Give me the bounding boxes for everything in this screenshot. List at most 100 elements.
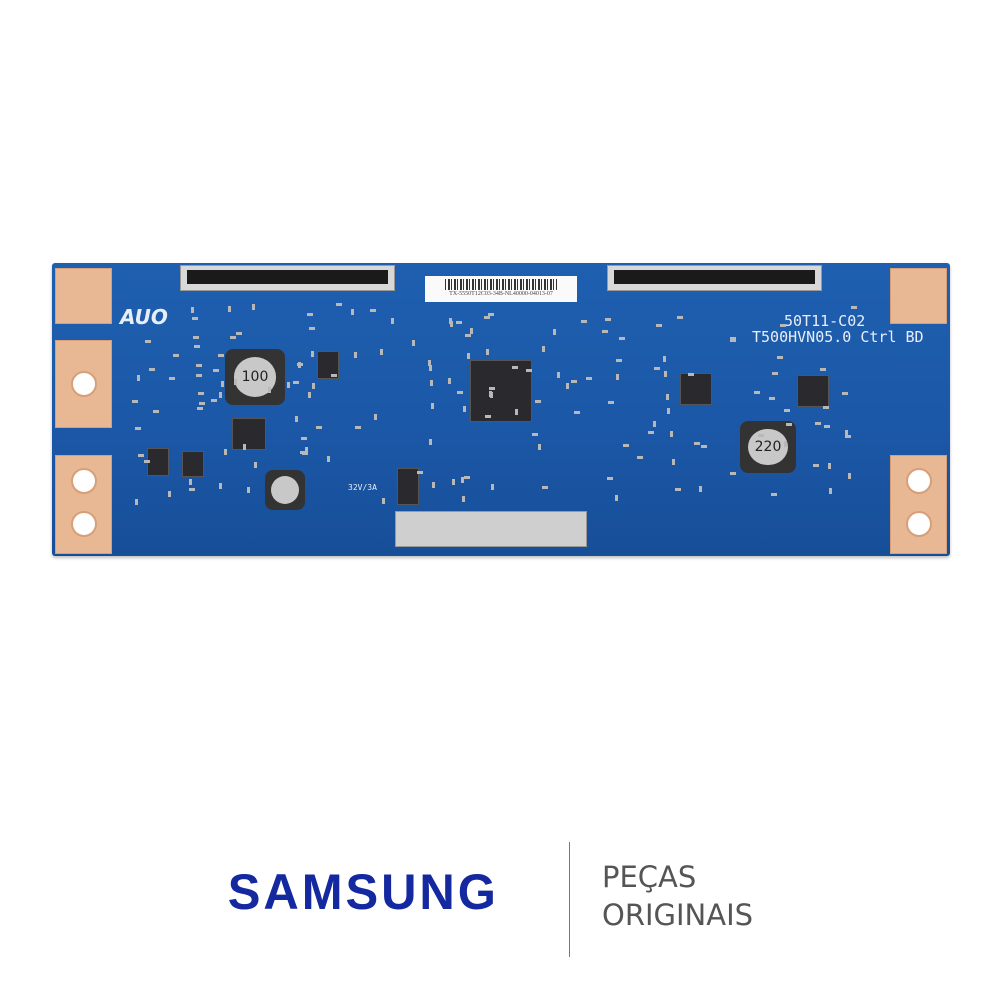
smd-component — [228, 305, 232, 312]
smd-component — [308, 327, 315, 331]
smd-component — [465, 334, 472, 338]
smd-component — [355, 426, 362, 430]
smd-component — [390, 318, 394, 325]
smd-component — [463, 406, 467, 413]
smd-component — [197, 392, 204, 396]
smd-component — [653, 420, 657, 427]
smd-component — [223, 448, 227, 455]
smd-component — [456, 390, 463, 394]
smd-component — [730, 471, 737, 475]
smd-component — [566, 383, 570, 390]
smd-component — [218, 482, 222, 489]
smd-component — [144, 460, 151, 464]
smd-component — [653, 366, 660, 370]
smd-component — [607, 476, 614, 480]
smd-component — [541, 346, 545, 353]
smd-component — [134, 498, 138, 505]
smd-component — [571, 379, 578, 383]
smd-component — [138, 454, 145, 458]
mounting-hole — [71, 371, 97, 397]
smd-component — [665, 394, 669, 401]
smd-component — [688, 373, 695, 377]
ic-chip — [147, 448, 169, 476]
copper-pad — [890, 268, 947, 324]
smd-component — [428, 439, 432, 446]
ic-chip — [680, 373, 712, 405]
smd-component — [822, 405, 829, 409]
smd-component — [827, 462, 831, 469]
smd-component — [268, 386, 272, 393]
smd-component — [768, 397, 775, 401]
smd-component — [188, 478, 192, 485]
barcode — [445, 279, 557, 290]
smd-component — [196, 373, 203, 377]
samsung-logo: SAMSUNG — [227, 864, 499, 920]
smd-component — [460, 477, 464, 484]
mounting-hole — [906, 468, 932, 494]
smd-component — [667, 408, 671, 415]
smd-component — [134, 426, 141, 430]
smd-component — [462, 496, 466, 503]
smd-component — [448, 378, 452, 385]
smd-component — [149, 367, 156, 371]
smd-component — [757, 433, 764, 437]
smd-component — [330, 373, 337, 377]
auo-logo: AUO — [120, 305, 168, 329]
smd-component — [243, 444, 247, 451]
smd-component — [469, 328, 473, 335]
smd-component — [299, 450, 306, 454]
tcon-circuit-board: AUO 50T11-C02 T500HVN05.0 Ctrl BD 32V/3A… — [52, 263, 950, 556]
smd-component — [417, 471, 424, 475]
smd-component — [486, 348, 490, 355]
top-connector-right — [607, 265, 822, 291]
smd-component — [292, 381, 299, 384]
smd-component — [636, 456, 643, 460]
smd-component — [605, 318, 612, 322]
smd-component — [191, 316, 198, 320]
smd-component — [850, 305, 857, 309]
smd-component — [656, 323, 663, 327]
smd-component — [574, 411, 581, 415]
smd-component — [463, 476, 470, 480]
smd-component — [770, 492, 777, 496]
smd-component — [246, 487, 250, 494]
smd-component — [217, 353, 224, 357]
smd-component — [254, 462, 258, 469]
copper-pad — [890, 455, 947, 554]
smd-component — [197, 406, 204, 410]
smd-component — [189, 488, 196, 492]
smd-component — [615, 374, 619, 381]
smd-component — [307, 313, 314, 317]
smd-component — [326, 456, 330, 463]
smd-component — [777, 355, 784, 359]
smd-component — [172, 354, 179, 358]
smd-component — [295, 416, 299, 423]
smd-component — [698, 485, 702, 492]
smd-component — [451, 479, 455, 486]
smd-component — [729, 336, 736, 340]
smd-component — [615, 359, 622, 363]
mounting-hole — [71, 511, 97, 537]
smd-component — [485, 415, 492, 419]
smd-component — [674, 487, 681, 491]
smd-component — [137, 374, 141, 381]
smd-component — [581, 320, 588, 324]
smd-component — [670, 431, 674, 438]
smd-component — [819, 367, 826, 371]
inductor: 220 — [740, 421, 796, 473]
inductor-label: 220 — [748, 428, 788, 466]
smd-component — [210, 398, 217, 402]
smd-component — [531, 433, 538, 437]
divider — [569, 842, 570, 957]
smd-component — [448, 318, 452, 325]
smd-component — [845, 434, 852, 438]
smd-component — [844, 430, 848, 437]
smd-component — [168, 490, 172, 497]
ic-chip — [317, 351, 339, 379]
smd-component — [336, 303, 343, 306]
smd-component — [535, 400, 542, 404]
smd-component — [677, 316, 684, 320]
ic-chip — [182, 451, 204, 477]
bottom-connector — [395, 511, 587, 547]
smd-component — [729, 338, 736, 342]
